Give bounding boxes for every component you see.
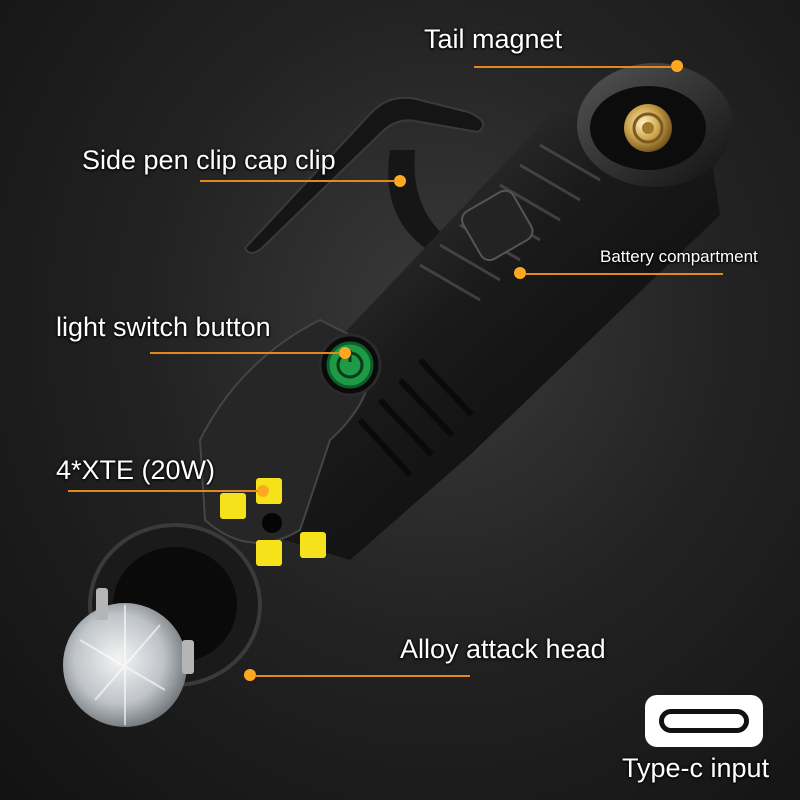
attack-head: [63, 523, 262, 727]
attack-head-label: Alloy attack head: [400, 634, 606, 664]
pen-clip-label: Side pen clip cap clip: [82, 145, 336, 175]
switch-leader: [150, 352, 340, 354]
battery-label: Battery compartment: [600, 247, 758, 266]
led-leader: [68, 490, 258, 492]
power-switch: [318, 333, 382, 397]
led-spec-label: 4*XTE (20W): [56, 455, 216, 485]
switch-label: light switch button: [56, 312, 271, 342]
usb-port-shape: [659, 709, 749, 733]
attack-head-leader: [255, 675, 470, 677]
tail-magnet-leader: [474, 66, 672, 68]
tail-magnet-label: Tail magnet: [424, 24, 563, 54]
type-c-label: Type-c input: [622, 753, 770, 783]
pen-clip-leader: [200, 180, 395, 182]
pen-clip: [243, 96, 485, 254]
usb-type-c-icon: [645, 695, 763, 747]
side-button: [461, 189, 534, 262]
battery-leader: [525, 273, 723, 275]
tail-cap: [577, 63, 733, 187]
